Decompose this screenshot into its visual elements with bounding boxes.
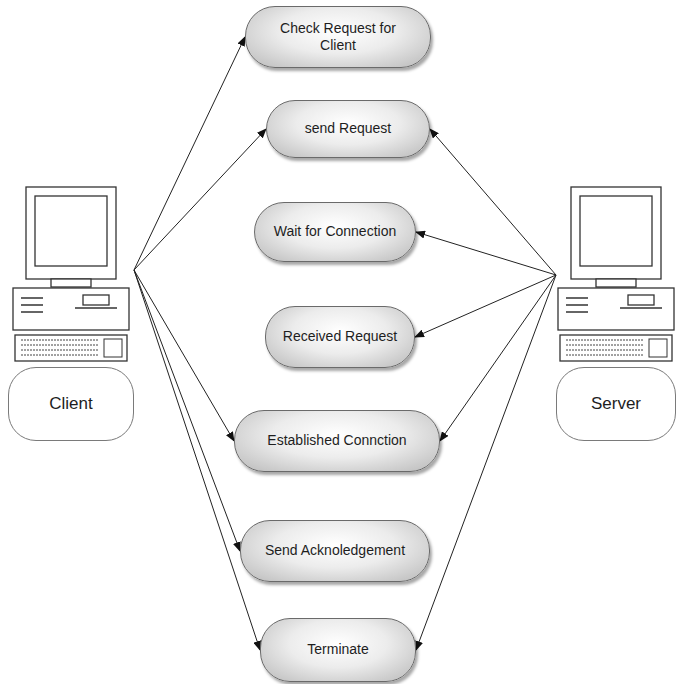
use-case-text: Established Connction [267,432,406,450]
actor-name: Server [591,394,641,414]
use-case: Check Request for Client [245,6,431,68]
association-arrow [416,232,556,275]
association-arrow [416,275,556,650]
computer-icon [556,185,676,365]
use-case-text: Terminate [307,641,368,659]
actor-name: Client [49,394,92,414]
use-case: Send Acknoledgement [240,520,430,582]
use-case-text: send Request [305,120,391,138]
use-case-text: Check Request for Client [262,20,414,55]
use-case: Received Request [265,306,415,368]
association-arrow [134,129,266,270]
use-case: Terminate [260,618,416,682]
association-arrow [134,37,245,270]
actor-node: Server [556,185,676,443]
actor-node: Client [8,185,134,443]
association-arrow [134,270,240,551]
actor-label: Client [8,367,134,441]
association-arrow [430,129,556,275]
use-case: send Request [266,100,430,158]
use-case-text: Received Request [283,328,397,346]
use-case: Wait for Connection [254,202,416,262]
use-case: Established Connction [234,410,440,472]
computer-icon [8,185,134,365]
use-case-text: Send Acknoledgement [265,542,405,560]
association-arrow [134,270,234,441]
actor-label: Server [556,367,676,441]
use-case-text: Wait for Connection [274,223,396,241]
association-arrow [440,275,556,441]
